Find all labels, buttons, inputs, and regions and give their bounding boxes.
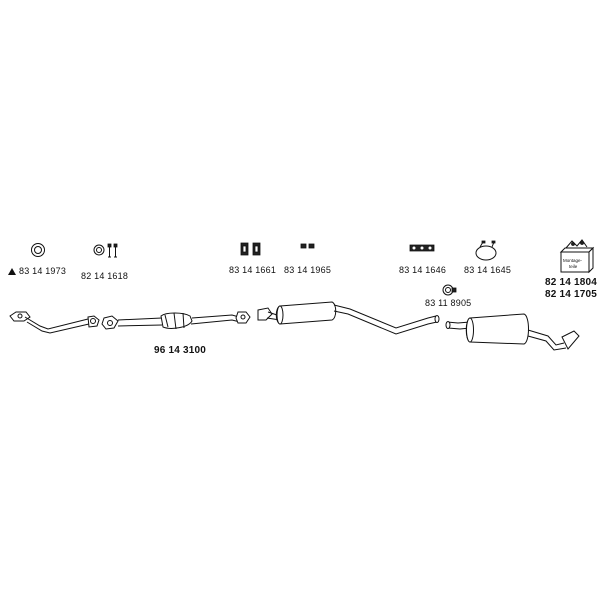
part-number-96143100: 96 14 3100 bbox=[154, 345, 207, 356]
center-silencer[interactable] bbox=[257, 301, 440, 335]
kit-box-label-1: Montage- bbox=[563, 258, 583, 263]
ring-gasket-icon[interactable] bbox=[31, 243, 45, 257]
front-pipe[interactable] bbox=[9, 311, 100, 334]
part-number-83141645: 83 14 1645 bbox=[464, 265, 512, 275]
small-clips-icon[interactable] bbox=[300, 243, 315, 249]
part-number-83141973: 83 14 1973 bbox=[8, 266, 66, 276]
clamp-bolts-icon[interactable] bbox=[93, 243, 118, 258]
part-number-82141705: 82 14 1705 bbox=[545, 289, 598, 300]
rear-silencer[interactable] bbox=[445, 313, 580, 351]
part-number-83141661: 83 14 1661 bbox=[229, 265, 277, 275]
part-number-83141646: 83 14 1646 bbox=[399, 265, 447, 275]
hanger-ring-icon[interactable] bbox=[475, 240, 497, 261]
rubber-hangers-icon[interactable] bbox=[240, 242, 261, 256]
part-number-83141965: 83 14 1965 bbox=[284, 265, 332, 275]
pipe-clamp-icon[interactable] bbox=[442, 284, 457, 296]
warning-triangle-icon bbox=[8, 268, 16, 275]
catalytic-converter-pipe[interactable] bbox=[101, 311, 251, 330]
kit-box-label-2: teile bbox=[569, 264, 578, 269]
mounting-kit-box-icon[interactable] bbox=[559, 239, 595, 274]
part-number-82141618: 82 14 1618 bbox=[81, 271, 129, 281]
part-number-82141804: 82 14 1804 bbox=[545, 277, 598, 288]
part-number-83118905: 83 11 8905 bbox=[425, 298, 472, 308]
hanger-strip-icon[interactable] bbox=[409, 244, 435, 252]
